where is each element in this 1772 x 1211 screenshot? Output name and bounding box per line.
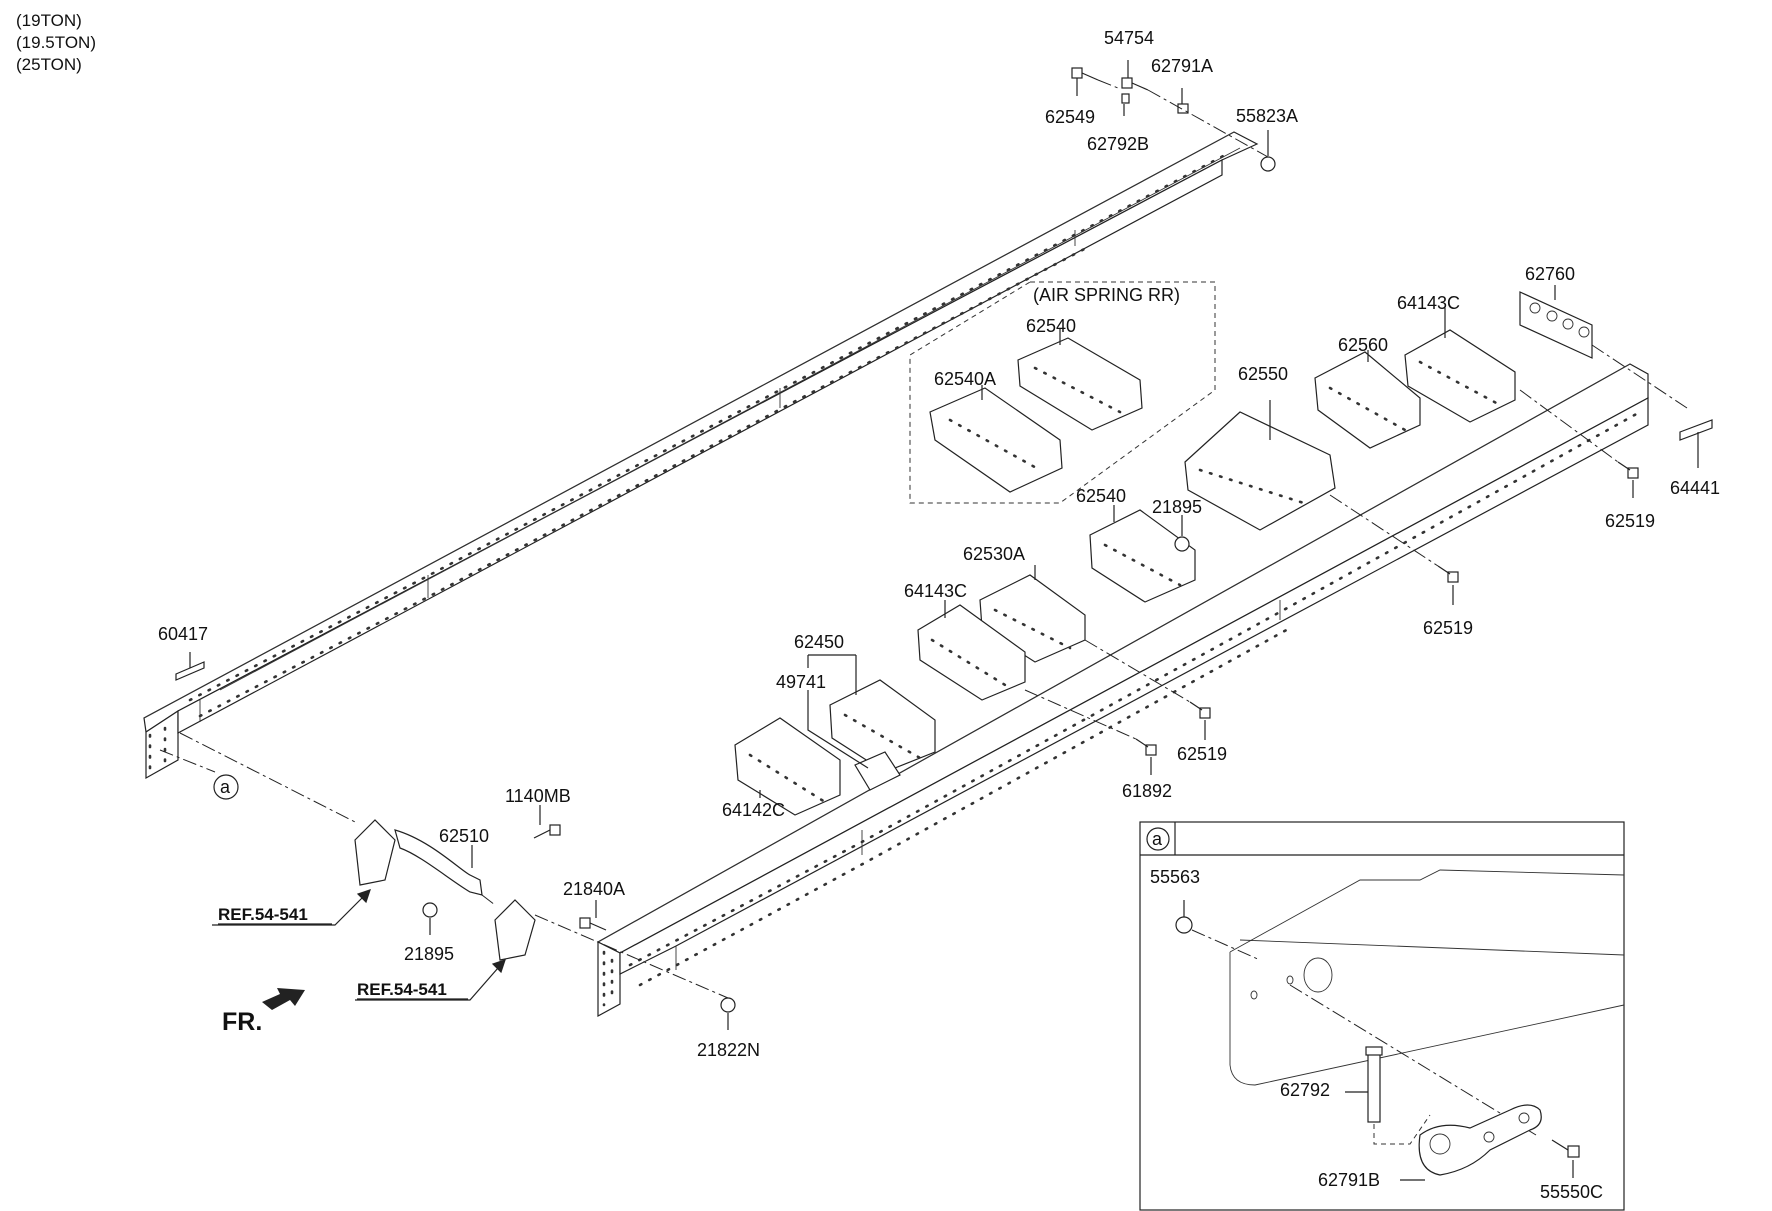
bracket-49741: [854, 751, 901, 791]
cross-member-62760: [1519, 291, 1593, 359]
nut-21895-top: [1174, 536, 1190, 552]
front-bracket-left: [354, 819, 396, 886]
cross-member-62540-top: [1017, 337, 1143, 431]
detail-box: a 55563 62792 62791B 55550C: [1139, 821, 1625, 1211]
label-62792B: 62792B: [1087, 134, 1149, 154]
label-60417: 60417: [158, 624, 208, 644]
label-49741: 49741: [776, 672, 826, 692]
label-64142C: 64142C: [722, 800, 785, 820]
label-21895-top: 21895: [1152, 497, 1202, 517]
nut-21895-bottom: [422, 902, 438, 918]
leader-lines: [189, 60, 1699, 1030]
nut-55563: [1175, 916, 1193, 934]
label-62549: 62549: [1045, 107, 1095, 127]
label-62560: 62560: [1338, 335, 1388, 355]
detail-marker-circle: [213, 774, 239, 800]
label-62792: 62792: [1280, 1080, 1330, 1100]
cross-member-62550: [1184, 411, 1336, 531]
model-line-1: (19TON): [16, 11, 82, 30]
cross-member-64143C-mid: [917, 604, 1026, 701]
label-62530A: 62530A: [963, 544, 1025, 564]
callout-labels: 54754 62791A 62549 62792B 55823A 62760 6…: [158, 28, 1720, 1060]
plate-64441: [1679, 419, 1713, 441]
washer-62792B: [1121, 93, 1130, 104]
bolt-62519-b: [1437, 565, 1459, 583]
pin-62792: [1367, 1051, 1381, 1123]
label-62550: 62550: [1238, 364, 1288, 384]
cross-member-62540A: [929, 387, 1063, 493]
label-55823A: 55823A: [1236, 106, 1298, 126]
label-62540-top: 62540: [1026, 316, 1076, 336]
left-side-rail: [143, 131, 1259, 780]
label-62791B: 62791B: [1318, 1170, 1380, 1190]
bolt-55550C: [1551, 1139, 1580, 1158]
label-64143C-top: 64143C: [1397, 293, 1460, 313]
cross-member-62540-mid: [1089, 509, 1196, 603]
label-55563: 55563: [1150, 867, 1200, 887]
bolt-54754: [1121, 77, 1149, 91]
plate-60417: [175, 661, 205, 681]
label-62519-b: 62519: [1423, 618, 1473, 638]
label-21822N: 21822N: [697, 1040, 760, 1060]
label-62540-mid: 62540: [1076, 486, 1126, 506]
label-62450: 62450: [794, 632, 844, 652]
bolt-62519-c: [1189, 701, 1211, 719]
reference-link-1[interactable]: REF.54-541: [218, 905, 308, 924]
label-64143C-mid: 64143C: [904, 581, 967, 601]
bolt-1140MB: [533, 824, 561, 839]
label-62519-a: 62519: [1605, 511, 1655, 531]
detail-box-marker: a: [1152, 829, 1163, 849]
label-62760: 62760: [1525, 264, 1575, 284]
label-62540A: 62540A: [934, 369, 996, 389]
air-spring-group-label: (AIR SPRING RR): [1033, 285, 1180, 305]
label-62791A: 62791A: [1151, 56, 1213, 76]
assembly-dash-lines: [159, 79, 1691, 999]
bolt-21840A: [579, 917, 607, 931]
label-21840A: 21840A: [563, 879, 625, 899]
label-21895-bottom: 21895: [404, 944, 454, 964]
cross-member-64142C: [734, 717, 841, 816]
label-62519-c: 62519: [1177, 744, 1227, 764]
model-line-2: (19.5TON): [16, 33, 96, 52]
front-bracket-right: [494, 899, 536, 961]
detail-marker-letter: a: [220, 777, 231, 797]
bolt-62549: [1071, 67, 1099, 81]
label-54754: 54754: [1104, 28, 1154, 48]
cross-member-62560: [1314, 351, 1421, 449]
bolt-62519-a: [1617, 461, 1639, 479]
right-side-rail: [596, 363, 1649, 1018]
front-direction-arrow-icon: [262, 988, 305, 1010]
cross-member-64143C-top: [1404, 329, 1516, 423]
label-62510: 62510: [439, 826, 489, 846]
cross-member-62450: [829, 679, 936, 773]
link-62791B: [1418, 1104, 1542, 1176]
detail-rail-outline: [1229, 869, 1625, 1086]
front-direction-label: FR.: [222, 1008, 262, 1036]
label-61892: 61892: [1122, 781, 1172, 801]
air-spring-group-outline: [909, 281, 1216, 504]
nut-21822N: [720, 997, 736, 1013]
label-55550C: 55550C: [1540, 1182, 1603, 1202]
label-64441: 64441: [1670, 478, 1720, 498]
bushing-62791A: [1177, 103, 1189, 114]
label-1140MB: 1140MB: [505, 786, 571, 806]
nut-55823A: [1260, 156, 1276, 172]
bolt-61892: [1135, 738, 1157, 756]
reference-link-2[interactable]: REF.54-541: [357, 980, 447, 999]
model-line-3: (25TON): [16, 55, 82, 74]
